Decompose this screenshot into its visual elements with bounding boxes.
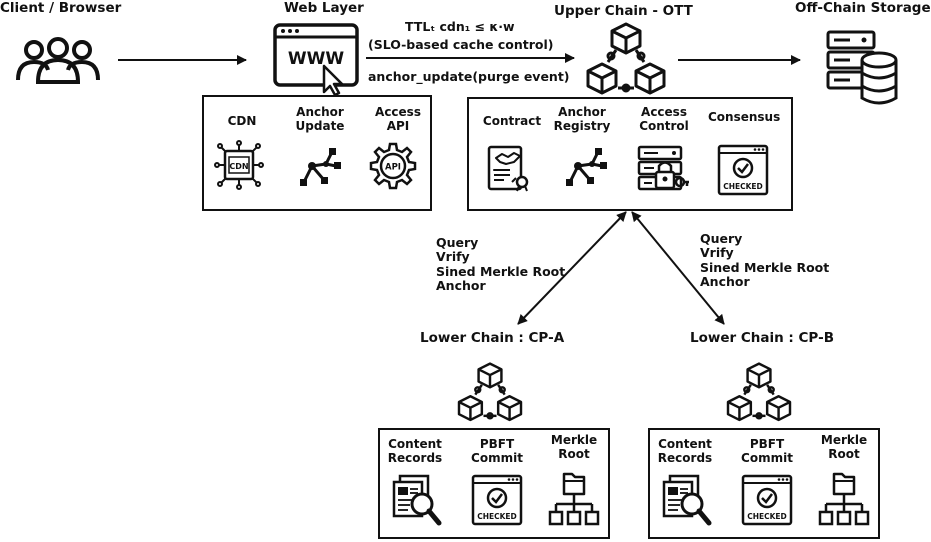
checked-text: CHECKED [723,182,763,191]
merkle-tree-icon [548,472,600,526]
cp-a-query-labels: Query Vrify Sined Merkle Root Anchor [436,235,566,294]
www-browser-icon: WWW [273,23,359,96]
checked-window-icon: CHECKED [741,474,793,526]
blockchain-icon [726,362,792,422]
server-lock-icon [637,145,689,191]
slo-cache-label: (SLO-based cache control) [368,37,554,52]
ttl-formula-label: TTLₜ cdn₁ ≤ κ·w [405,19,515,34]
web-layer-title: Web Layer [284,0,364,16]
cp-b-query-labels: Query Vrify Sined Merkle Root Anchor [700,231,830,290]
upper-to-cp-a-arrow [517,211,627,325]
api-gear-text: API [385,163,401,173]
upper-chain-title: Upper Chain - OTT [554,3,693,19]
contract-label: Contract [482,114,542,128]
api-gear-icon: API [369,142,417,190]
client-browser-title: Client / Browser [0,0,122,16]
consensus-label: Consensus [708,110,781,124]
blockchain-icon [457,362,523,422]
anchor-update-purge-label: anchor_update(purge event) [368,69,570,84]
cdn-chip-text: CDN [229,162,248,171]
upper-to-cp-b-arrow [631,211,725,325]
blockchain-icon [586,22,666,95]
lower-chain-cp-a-title: Lower Chain : CP-A [420,330,565,346]
checked-text: CHECKED [747,512,787,521]
server-database-icon [826,30,898,105]
document-search-icon [392,474,442,526]
anchor-graph-icon [566,148,607,186]
cdn-chip-icon: CDN [214,140,264,190]
checked-window-icon: CHECKED [471,474,523,526]
svg-text:WWW: WWW [288,49,345,69]
anchor-graph-icon [300,148,341,186]
users-icon [16,37,100,84]
document-search-icon [662,474,712,526]
checked-text: CHECKED [477,512,517,521]
off-chain-storage-title: Off-Chain Storage [795,0,931,16]
cdn-label: CDN [227,114,257,128]
checked-window-icon: CHECKED [717,144,769,196]
contract-handshake-icon [487,145,529,192]
lower-chain-cp-b-title: Lower Chain : CP-B [690,330,834,346]
merkle-tree-icon [818,472,870,526]
